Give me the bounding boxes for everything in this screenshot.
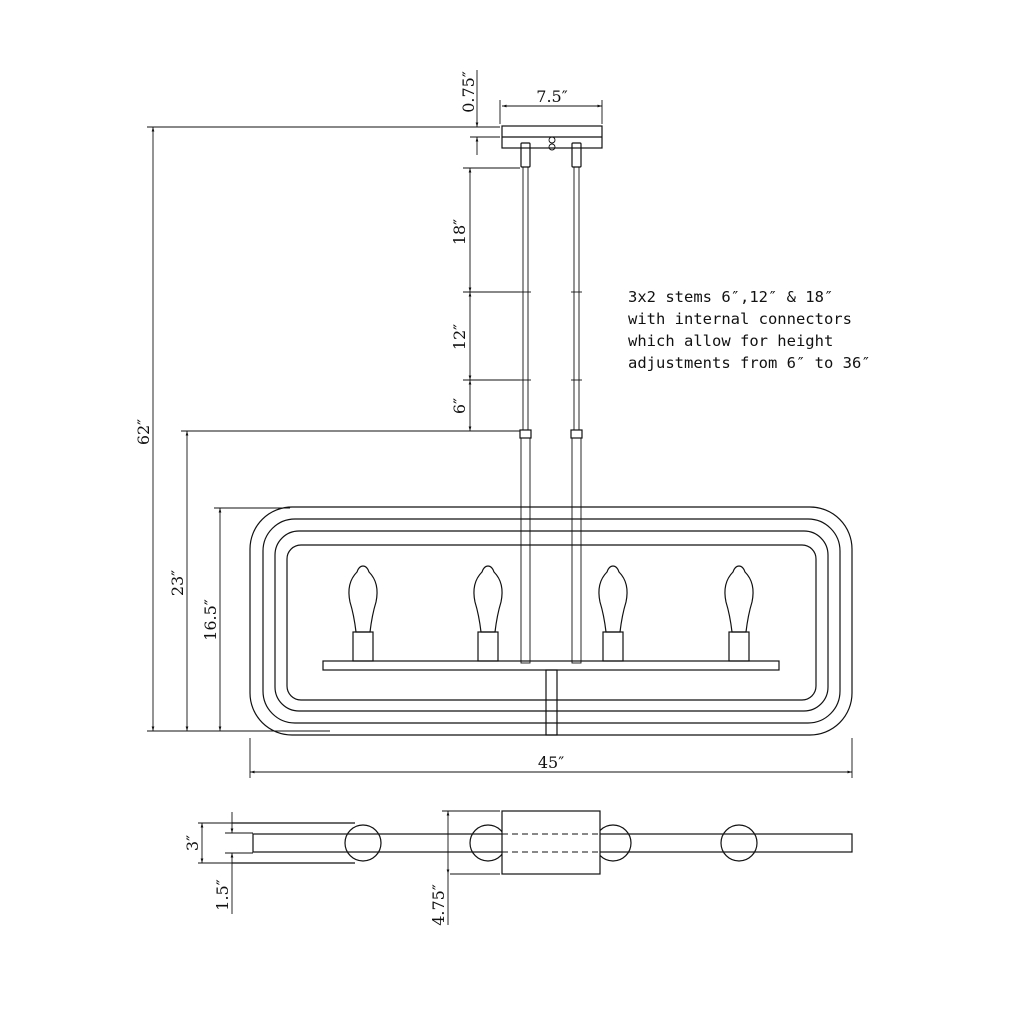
bulb-3 [598,565,628,662]
stems [519,167,583,664]
bulb-2 [473,565,503,662]
dim-stem-18: 18″ [450,219,469,245]
canopy [501,125,603,168]
extension-lines [147,100,853,778]
note-line: with internal connectors [628,310,852,328]
stem-note: 3x2 stems 6″,12″ & 18″ with internal con… [628,288,871,372]
bulbs [348,565,754,662]
dim-side-frame-depth: 3″ [183,835,202,851]
dimension-lines [151,70,852,774]
note-line: adjustments from 6″ to 36″ [628,354,871,372]
bulb-1 [348,565,378,662]
dim-fixture-height: 23″ [168,570,187,596]
frame-front-view [249,506,853,736]
dim-stem-6: 6″ [450,398,469,414]
dim-frame-height: 16.5″ [201,599,220,641]
bulb-4 [724,565,754,662]
note-line: 3x2 stems 6″,12″ & 18″ [628,288,833,306]
dim-stem-12: 12″ [450,324,469,350]
side-view [198,810,853,925]
dim-canopy-height: 0.75″ [459,71,478,113]
dim-canopy-width: 7.5″ [536,87,567,106]
dim-canopy-depth: 4.75″ [429,884,448,926]
note-line: which allow for height [628,332,833,350]
dim-overall-width: 45″ [538,753,564,772]
dim-side-bar-depth: 1.5″ [213,879,232,910]
dim-overall-height: 62″ [134,419,153,445]
